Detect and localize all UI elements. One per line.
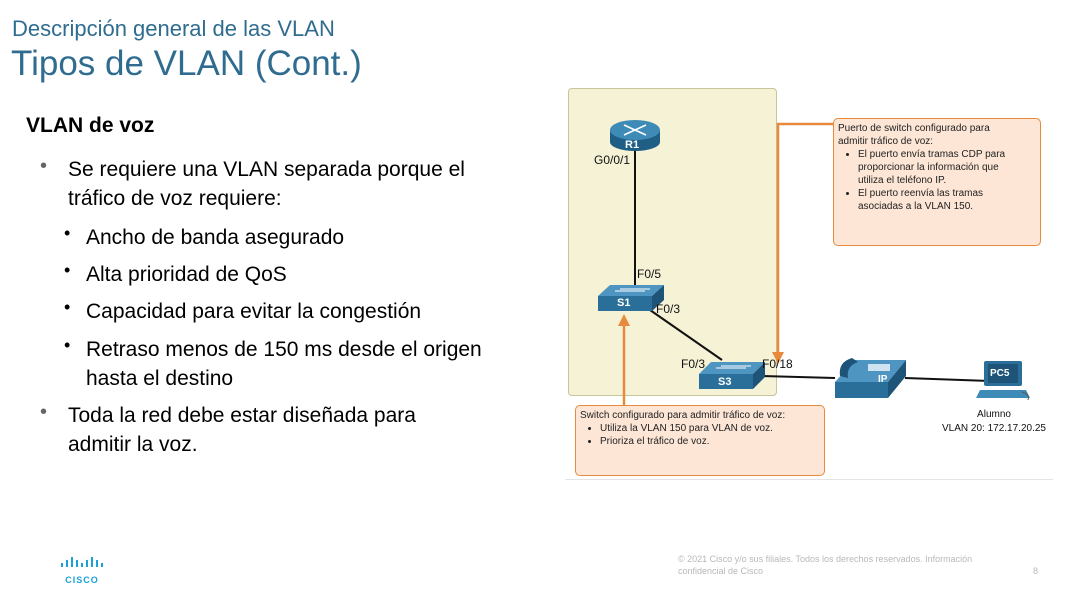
arrow-to-port bbox=[772, 122, 833, 364]
router-label: R1 bbox=[625, 139, 640, 151]
callout-switch-title: Switch configurado para admitir tráfico … bbox=[580, 410, 786, 421]
link-s3-phone bbox=[759, 375, 836, 379]
page-number: 8 bbox=[1033, 566, 1039, 576]
switch-s3-label: S3 bbox=[718, 376, 732, 388]
link-s1-s3 bbox=[649, 309, 723, 361]
switch-s3-icon bbox=[699, 362, 765, 389]
sub-bullet-text: Ancho de banda asegurado bbox=[86, 226, 345, 249]
sub-bullet-dot: • bbox=[64, 297, 71, 317]
bullet-dot: • bbox=[40, 155, 48, 177]
copyright: © 2021 Cisco y/o sus filiales. Todos los… bbox=[678, 553, 1008, 577]
switch-s1-icon bbox=[598, 285, 664, 311]
switch-zone bbox=[568, 88, 777, 396]
cisco-logo-text: CISCO bbox=[65, 575, 99, 585]
section-heading: VLAN de voz bbox=[26, 114, 155, 137]
callout-port-item-2-line-1: El puerto reenvía las tramas bbox=[858, 188, 984, 199]
diagram-divider bbox=[565, 479, 1053, 480]
callout-port-item-1-line-3: utiliza el teléfono IP. bbox=[858, 175, 947, 186]
ip-phone-icon bbox=[835, 358, 906, 398]
sub-bullet-1: • Ancho de banda asegurado bbox=[64, 223, 344, 252]
port-label-s1-down: F0/3 bbox=[656, 302, 681, 316]
callout-switch-config: Switch configurado para admitir tráfico … bbox=[575, 405, 825, 476]
sub-bullet-text: Capacidad para evitar la congestión bbox=[86, 300, 422, 323]
bullet-1: • Se requiere una VLAN separada porque e… bbox=[40, 155, 550, 213]
port-label-r1: G0/0/1 bbox=[594, 153, 631, 167]
callout-port-item-2: El puerto reenvía las tramas asociadas a… bbox=[858, 187, 1036, 213]
section-supertitle: Descripción general de las VLAN bbox=[12, 16, 335, 41]
sub-bullet-dot: • bbox=[64, 223, 71, 243]
port-label-s3-left: F0/3 bbox=[681, 357, 706, 371]
callout-port-config: Puerto de switch configurado para admiti… bbox=[833, 118, 1041, 246]
callout-switch-item-1: Utiliza la VLAN 150 para VLAN de voz. bbox=[600, 422, 820, 435]
callout-port-item-1: El puerto envía tramas CDP para proporci… bbox=[858, 148, 1036, 187]
callout-port-item-1-line-2: proporcionar la información que bbox=[858, 162, 999, 173]
pc-caption-line-2: VLAN 20: 172.17.20.25 bbox=[942, 423, 1046, 434]
link-phone-pc bbox=[904, 377, 991, 382]
pc-caption: Alumno VLAN 20: 172.17.20.25 bbox=[935, 408, 1053, 436]
cisco-bars-icon bbox=[61, 557, 103, 567]
bullet-2-line-1: Toda la red debe estar diseñada para bbox=[68, 404, 416, 427]
switch-s1-label: S1 bbox=[617, 297, 631, 309]
slide-title: Tipos de VLAN (Cont.) bbox=[11, 44, 362, 83]
port-label-s3-right: F0/18 bbox=[762, 357, 793, 371]
copyright-line-1: © 2021 Cisco y/o sus filiales. Todos los… bbox=[678, 554, 973, 564]
sub-bullet-3: • Capacidad para evitar la congestión bbox=[64, 297, 421, 326]
sub-bullet-dot: • bbox=[64, 260, 71, 280]
bullet-2-line-2: admitir la voz. bbox=[68, 433, 198, 456]
pc-caption-line-1: Alumno bbox=[977, 409, 1011, 420]
bullet-1-line-2: tráfico de voz requiere: bbox=[68, 187, 282, 210]
router-icon bbox=[610, 120, 660, 151]
sub-bullet-text: Retraso menos de 150 ms desde el origen bbox=[86, 338, 482, 361]
callout-port-item-2-line-2: asociadas a la VLAN 150. bbox=[858, 201, 974, 212]
sub-bullet-text-line-2: hasta el destino bbox=[86, 367, 234, 390]
sub-bullet-dot: • bbox=[64, 335, 71, 355]
arrow-to-switch bbox=[618, 314, 630, 405]
callout-switch-item-2: Prioriza el tráfico de voz. bbox=[600, 435, 820, 448]
callout-port-title-2: admitir tráfico de voz: bbox=[838, 136, 934, 147]
sub-bullet-text: Alta prioridad de QoS bbox=[86, 263, 287, 286]
bullet-dot: • bbox=[40, 401, 48, 423]
phone-label: IP bbox=[878, 374, 888, 385]
cisco-logo: CISCO bbox=[60, 556, 104, 585]
pc-label: PC5 bbox=[990, 368, 1010, 379]
sub-bullet-4: • Retraso menos de 150 ms desde el orige… bbox=[64, 335, 544, 393]
bullet-1-line-1: Se requiere una VLAN separada porque el bbox=[68, 158, 465, 181]
callout-port-title-1: Puerto de switch configurado para bbox=[838, 123, 990, 134]
port-label-s1-up: F0/5 bbox=[637, 267, 662, 281]
sub-bullet-2: • Alta prioridad de QoS bbox=[64, 260, 287, 289]
copyright-line-2: confidencial de Cisco bbox=[678, 566, 764, 576]
callout-port-item-1-line-1: El puerto envía tramas CDP para bbox=[858, 149, 1006, 160]
pc-icon bbox=[976, 361, 1030, 401]
bullet-2: • Toda la red debe estar diseñada para a… bbox=[40, 401, 550, 459]
